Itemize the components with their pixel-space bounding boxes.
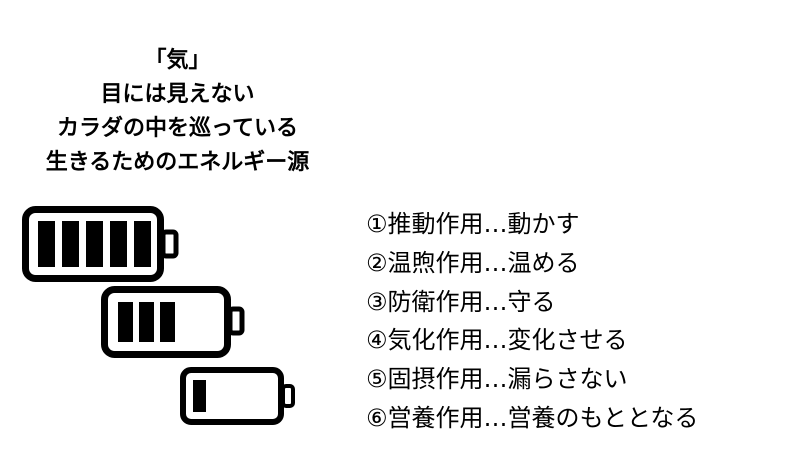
- battery-full-icon: [22, 206, 182, 282]
- heading-line-1: 「気」: [144, 48, 211, 73]
- list-item: ⑥営養作用…営養のもととなる: [366, 403, 699, 432]
- battery-low-icon: [180, 367, 298, 425]
- function-list: ①推動作用…動かす ②温煦作用…温める ③防衛作用…守る ④気化作用…変化させる…: [366, 205, 698, 438]
- list-item: ④気化作用…変化させる: [366, 326, 628, 355]
- list-item: ③防衛作用…守る: [366, 287, 556, 316]
- list-item: ①推動作用…動かす: [366, 210, 580, 238]
- heading-line-2: 目には見えない: [100, 82, 255, 107]
- list-item: ⑤固摂作用…漏らさない: [366, 365, 628, 394]
- heading-line-3: カラダの中を巡っている: [57, 116, 298, 141]
- list-item: ②温煦作用…温める: [366, 248, 580, 277]
- heading: 「気」 目には見えない カラダの中を巡っている 生きるためのエネルギー源: [0, 44, 355, 180]
- heading-line-4: 生きるためのエネルギー源: [45, 150, 310, 175]
- battery-medium-icon: [101, 286, 247, 358]
